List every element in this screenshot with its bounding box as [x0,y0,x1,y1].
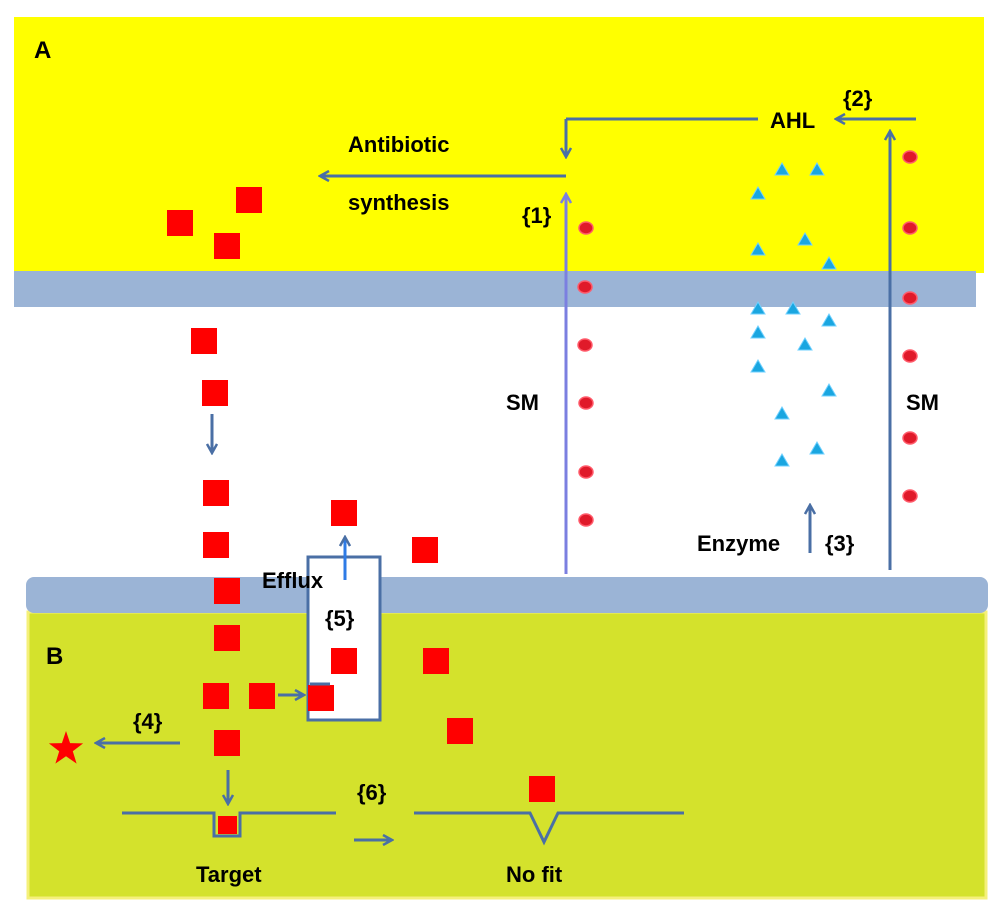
enzyme-molecule [809,162,825,176]
step-4-label: {4} [133,709,163,734]
step-2-label: {2} [843,86,873,111]
membrane-a [14,271,976,307]
signal-molecule [578,221,594,235]
antibiotic-molecule [331,500,357,526]
antibiotic-molecule [202,380,228,406]
enzyme-molecule [821,383,837,397]
signal-molecule [578,513,594,527]
signal-molecule [578,396,594,410]
antibiotic-molecules [167,187,555,802]
antibiotic-molecule [529,776,555,802]
antibiotic-molecule [308,685,334,711]
efflux-label: Efflux [262,568,324,593]
modified-target-site [414,811,684,846]
enzyme-molecule [774,453,790,467]
antibiotic-molecule [203,532,229,558]
enzyme-molecule [774,162,790,176]
inactivated-antibiotic-star [48,731,84,764]
enzyme-molecule [797,232,813,246]
antibiotic-label: Antibiotic [348,132,449,157]
antibiotic-molecule [331,648,357,674]
signal-molecule [902,431,918,445]
enzyme-molecule [821,256,837,270]
enzyme-molecule [750,325,766,339]
antibiotic-molecule [203,683,229,709]
step-3-label: {3} [825,531,855,556]
signal-molecule [577,280,593,294]
target-bound-antibiotic [218,816,237,834]
signal-molecule [902,291,918,305]
antibiotic-molecule [214,625,240,651]
membrane-b [26,577,988,613]
antibiotic-molecule [447,718,473,744]
enzyme-molecule [750,301,766,315]
signal-molecule [902,221,918,235]
cell-b-region [26,610,988,900]
signal-molecules [577,150,918,527]
sm-left-label: SM [506,390,539,415]
enzyme-molecule [750,359,766,373]
antibiotic-molecule [236,187,262,213]
antibiotic-molecule [191,328,217,354]
enzyme-label: Enzyme [697,531,780,556]
step-6-label: {6} [357,780,387,805]
enzyme-molecule [750,186,766,200]
panel-label-b: B [46,643,63,670]
enzyme-molecule [821,313,837,327]
cell-a-region [14,17,984,273]
antibiotic-molecule [167,210,193,236]
signal-molecule [578,465,594,479]
enzyme-molecule [774,406,790,420]
no-fit-label: No fit [506,862,563,887]
target-site [122,811,336,838]
synthesis-label: synthesis [348,190,450,215]
step-1-label: {1} [522,203,552,228]
enzyme-molecule [750,242,766,256]
panel-label-a: A [34,37,51,64]
enzyme-molecule [809,441,825,455]
antibiotic-molecule [203,480,229,506]
ahl-label: AHL [770,108,815,133]
target-label: Target [196,862,262,887]
signal-molecule [902,150,918,164]
antibiotic-molecule [423,648,449,674]
antibiotic-molecule [214,730,240,756]
step-5-label: {5} [325,606,355,631]
signal-molecule [577,338,593,352]
antibiotic-molecule [214,233,240,259]
enzyme-molecules [750,162,837,467]
sm-right-label: SM [906,390,939,415]
enzyme-molecule [785,301,801,315]
antibiotic-molecule [412,537,438,563]
antibiotic-molecule [249,683,275,709]
antibiotic-molecule [214,578,240,604]
enzyme-molecule [797,337,813,351]
signal-molecule [902,349,918,363]
signal-molecule [902,489,918,503]
